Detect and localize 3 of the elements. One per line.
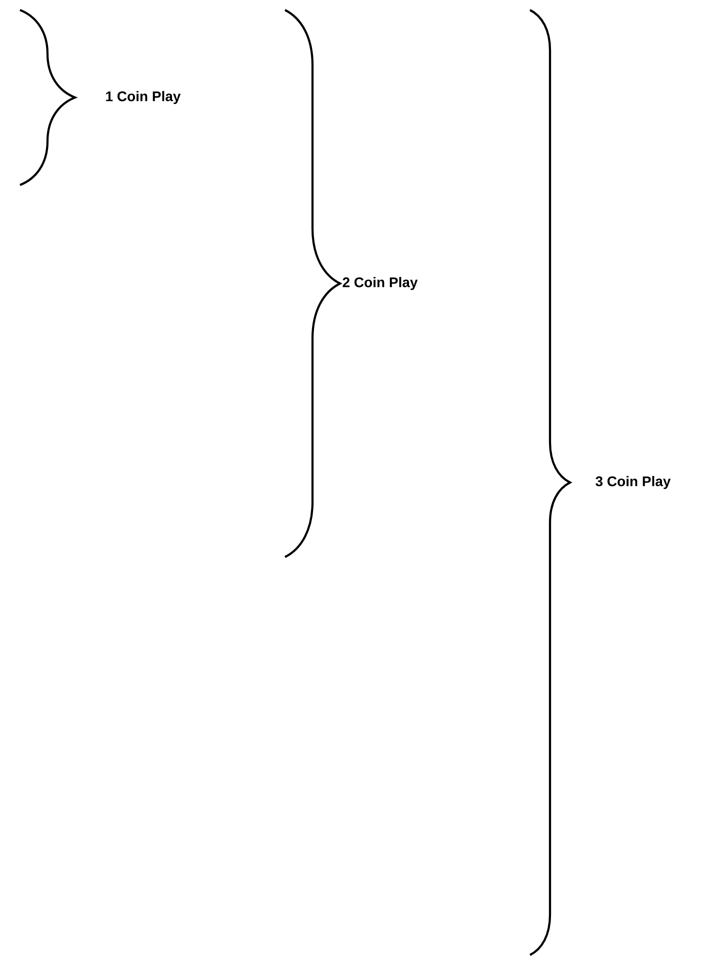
brace-label: 3 Coin Play: [596, 476, 671, 490]
brace-label: 1 Coin Play: [106, 90, 181, 104]
brace-label: 2 Coin Play: [342, 276, 418, 290]
